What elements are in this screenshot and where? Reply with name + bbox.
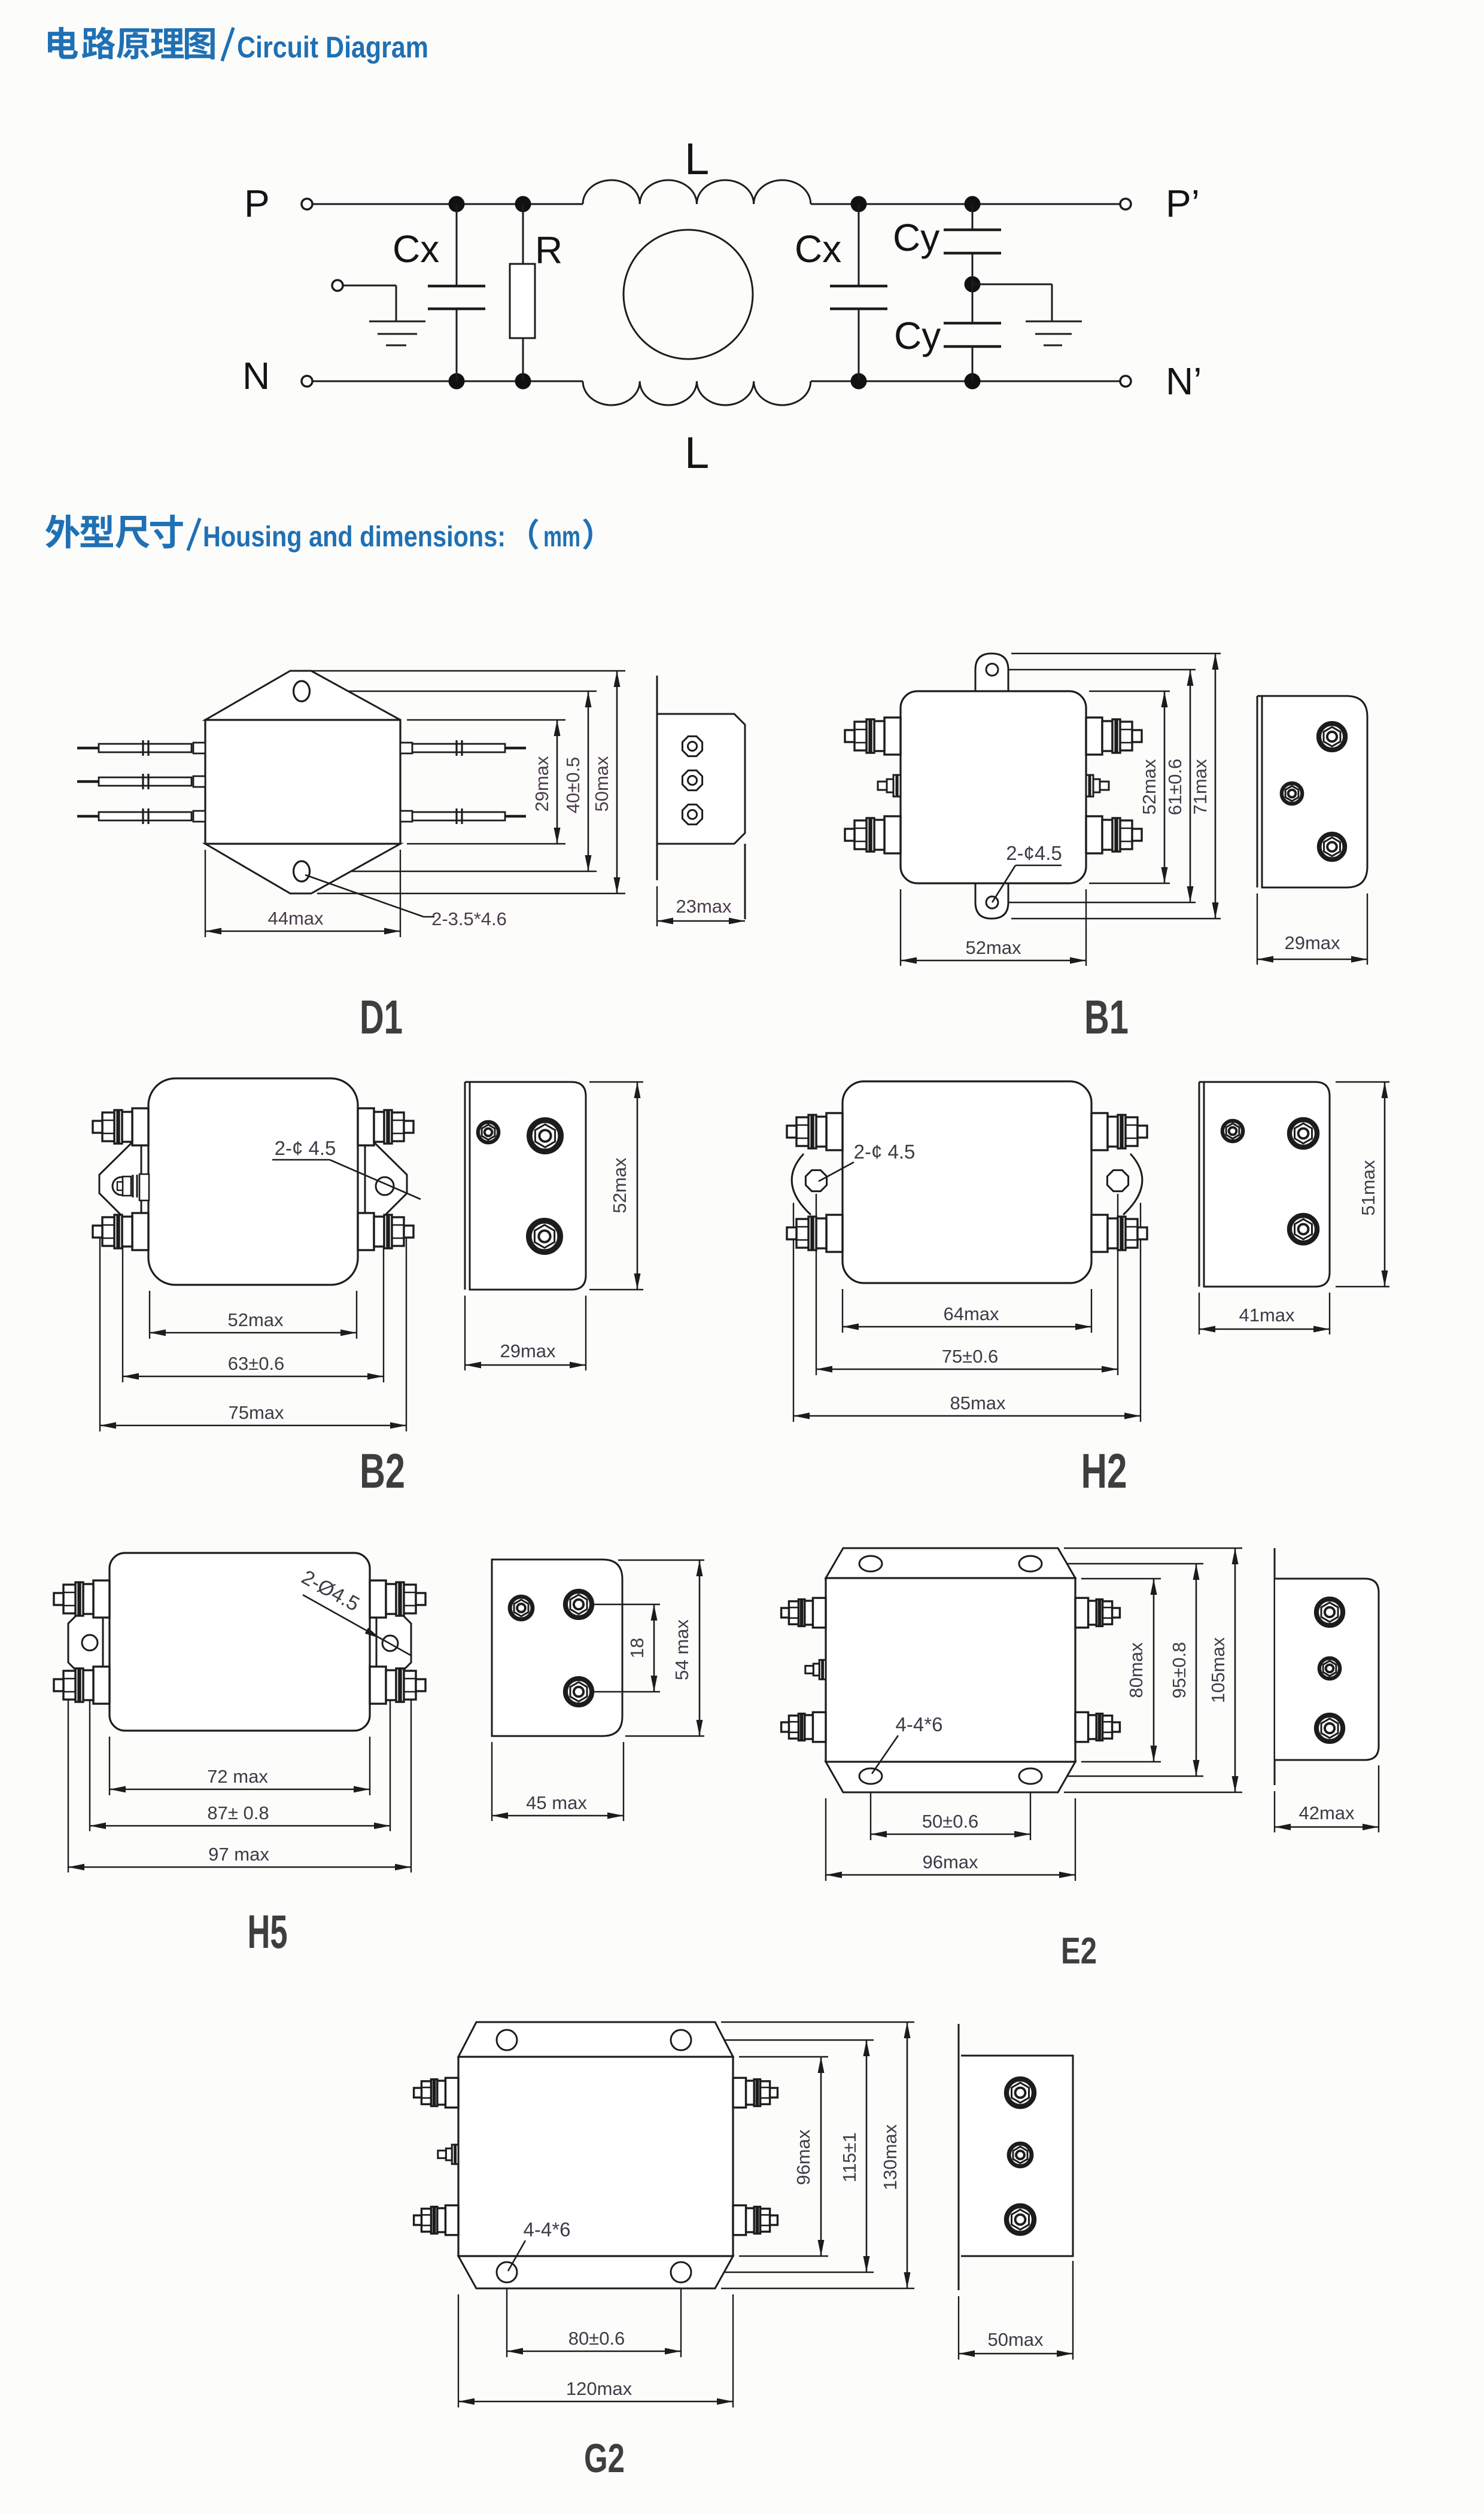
- svg-text:71max: 71max: [1190, 759, 1211, 815]
- svg-text:Circuit Diagram: Circuit Diagram: [237, 31, 428, 64]
- svg-text:80±0.6: 80±0.6: [568, 2328, 625, 2349]
- svg-text:4-4*6: 4-4*6: [896, 1713, 943, 1735]
- svg-text:Cx: Cx: [393, 227, 439, 270]
- svg-text:44max: 44max: [267, 908, 324, 929]
- svg-text:Housing and dimensions:: Housing and dimensions:: [203, 521, 506, 553]
- svg-text:120max: 120max: [566, 2378, 632, 2399]
- svg-text:61±0.6: 61±0.6: [1164, 759, 1185, 816]
- svg-text:2-3.5*4.6: 2-3.5*4.6: [431, 908, 507, 929]
- svg-text:N: N: [242, 354, 270, 397]
- svg-text:105max: 105max: [1208, 1637, 1228, 1703]
- svg-text:51max: 51max: [1358, 1160, 1379, 1216]
- svg-text:P’: P’: [1166, 182, 1200, 225]
- svg-text:G2: G2: [584, 2436, 625, 2481]
- svg-text:2-¢4.5: 2-¢4.5: [1006, 842, 1062, 864]
- svg-text:Cx: Cx: [795, 227, 841, 270]
- svg-text:85max: 85max: [950, 1393, 1006, 1413]
- svg-text:87± 0.8: 87± 0.8: [207, 1802, 269, 1823]
- svg-text:L: L: [685, 134, 709, 184]
- svg-text:52max: 52max: [227, 1309, 284, 1330]
- svg-text:B2: B2: [360, 1444, 405, 1498]
- svg-text:45 max: 45 max: [526, 1792, 587, 1813]
- svg-text:D1: D1: [360, 990, 403, 1044]
- svg-text:52max: 52max: [609, 1157, 630, 1214]
- svg-text:29max: 29max: [1284, 932, 1340, 953]
- svg-text:2-¢ 4.5: 2-¢ 4.5: [275, 1137, 336, 1159]
- svg-text:4-4*6: 4-4*6: [524, 2218, 571, 2241]
- svg-text:52max: 52max: [965, 937, 1021, 958]
- svg-text:E2: E2: [1061, 1931, 1097, 1972]
- svg-text:50max: 50max: [591, 756, 612, 812]
- svg-text:41max: 41max: [1239, 1305, 1295, 1326]
- svg-text:2-¢ 4.5: 2-¢ 4.5: [854, 1141, 916, 1163]
- svg-text:80max: 80max: [1126, 1642, 1147, 1698]
- svg-text:R: R: [535, 229, 562, 272]
- svg-text:H2: H2: [1081, 1444, 1127, 1498]
- svg-text:23max: 23max: [676, 896, 732, 917]
- svg-text:97 max: 97 max: [208, 1844, 269, 1865]
- svg-text:42max: 42max: [1298, 1802, 1355, 1823]
- svg-text:130max: 130max: [880, 2124, 901, 2190]
- svg-text:L: L: [685, 428, 709, 478]
- svg-text:B1: B1: [1084, 990, 1129, 1044]
- svg-text:96max: 96max: [922, 1852, 978, 1872]
- svg-text:63±0.6: 63±0.6: [228, 1353, 285, 1374]
- svg-text:52max: 52max: [1139, 759, 1160, 815]
- svg-text:72 max: 72 max: [207, 1766, 268, 1787]
- svg-text:115±1: 115±1: [839, 2132, 860, 2182]
- svg-text:N’: N’: [1166, 360, 1202, 403]
- svg-text:75±0.6: 75±0.6: [942, 1346, 999, 1367]
- svg-text:95±0.8: 95±0.8: [1169, 1642, 1190, 1699]
- svg-text:50max: 50max: [987, 2329, 1044, 2350]
- svg-text:29max: 29max: [500, 1340, 556, 1361]
- svg-text:P: P: [244, 182, 270, 225]
- svg-text:64max: 64max: [943, 1303, 999, 1324]
- svg-text:75max: 75max: [228, 1402, 284, 1423]
- svg-text:Cy: Cy: [893, 216, 939, 259]
- svg-text:40±0.5: 40±0.5: [562, 757, 583, 814]
- svg-text:50±0.6: 50±0.6: [922, 1811, 979, 1832]
- svg-text:96max: 96max: [793, 2129, 814, 2185]
- svg-text:18: 18: [627, 1638, 647, 1658]
- svg-text:H5: H5: [248, 1905, 288, 1958]
- svg-text:mm: mm: [543, 521, 580, 553]
- svg-text:54 max: 54 max: [671, 1619, 692, 1680]
- svg-text:29max: 29max: [531, 756, 552, 812]
- svg-text:Cy: Cy: [894, 314, 941, 357]
